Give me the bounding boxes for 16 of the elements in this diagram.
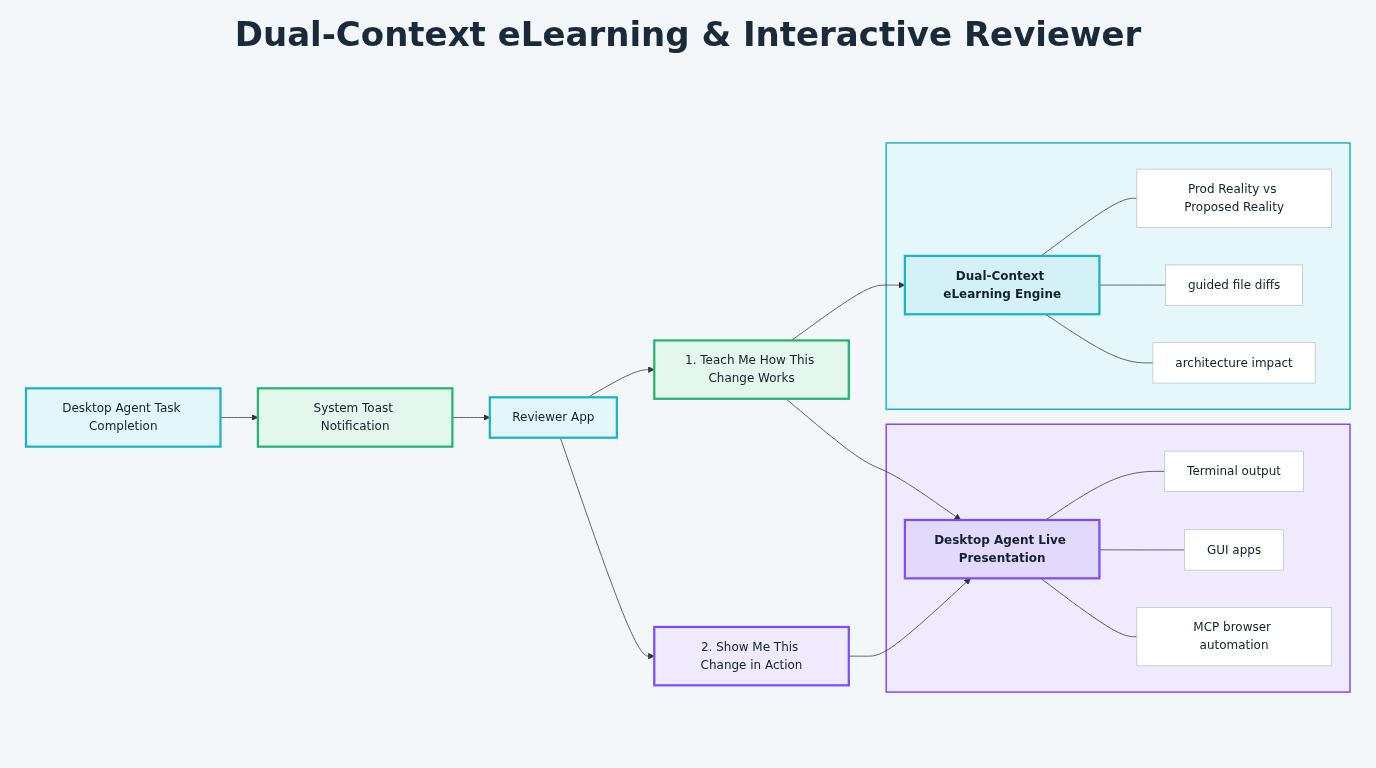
- node-box: architecture impact: [1152, 342, 1316, 384]
- node-box: Desktop Agent Live Presentation: [903, 518, 1101, 580]
- diagram-title: Dual-Context eLearning & Interactive Reviewer: [233, 14, 1143, 54]
- node-box: Terminal output: [1164, 450, 1304, 492]
- node-box: Prod Reality vs Proposed Reality: [1136, 168, 1332, 228]
- node-box: 2. Show Me This Change in Action: [653, 625, 850, 687]
- node-box: Desktop Agent Task Completion: [24, 387, 222, 448]
- node-box: Dual-Context eLearning Engine: [903, 254, 1101, 316]
- node-box: GUI apps: [1184, 529, 1284, 571]
- node-box: System Toast Notification: [256, 387, 454, 448]
- node-box: Reviewer App: [488, 396, 618, 439]
- node-box: MCP browser automation: [1136, 607, 1332, 667]
- cluster: [885, 142, 1351, 410]
- node-box: 1. Teach Me How This Change Works: [653, 339, 850, 400]
- cluster: [885, 423, 1351, 693]
- node-box: guided file diffs: [1165, 264, 1304, 306]
